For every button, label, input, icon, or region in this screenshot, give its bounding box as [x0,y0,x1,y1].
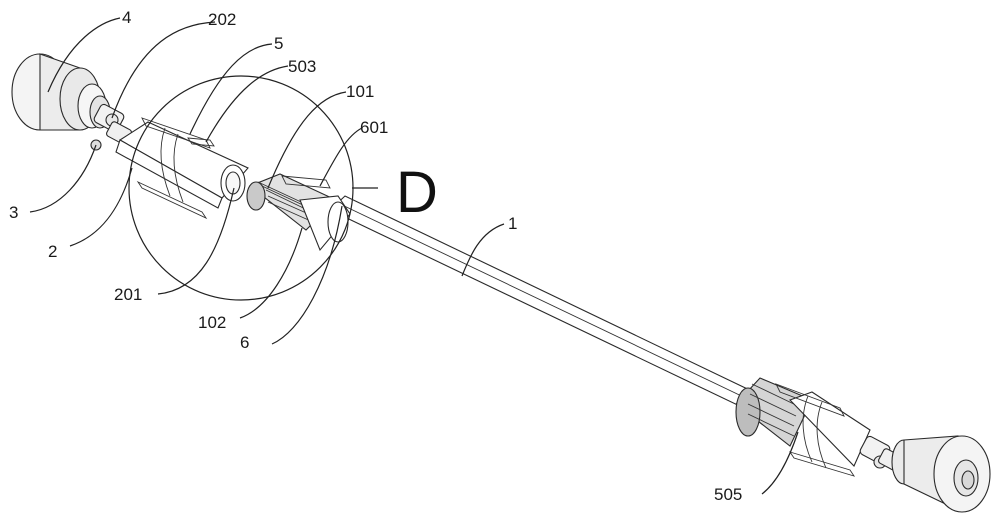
left-spring-clip [136,117,215,220]
label-102: 102 [198,313,226,332]
reference-labels: 4 202 5 503 101 601 3 2 201 102 6 1 505 … [9,8,742,504]
left-universal-joint [90,103,132,151]
label-101: 101 [346,82,374,101]
label-503: 503 [288,57,316,76]
right-spring-clip [775,383,856,477]
main-shaft [329,195,761,411]
label-505: 505 [714,485,742,504]
label-202: 202 [208,10,236,29]
label-601: 601 [360,118,388,137]
left-tube [115,121,249,209]
detail-label-d: D [396,160,438,225]
right-tube [789,391,871,467]
label-6: 6 [240,333,249,352]
label-2: 2 [48,242,57,261]
leader-lines [29,17,799,495]
label-3: 3 [9,203,18,222]
right-splined-sleeve [735,377,813,447]
splined-sleeve [246,173,351,252]
right-end-yoke [891,435,991,513]
label-201: 201 [114,285,142,304]
label-4: 4 [122,8,131,27]
label-5: 5 [274,34,283,53]
label-1: 1 [508,214,517,233]
